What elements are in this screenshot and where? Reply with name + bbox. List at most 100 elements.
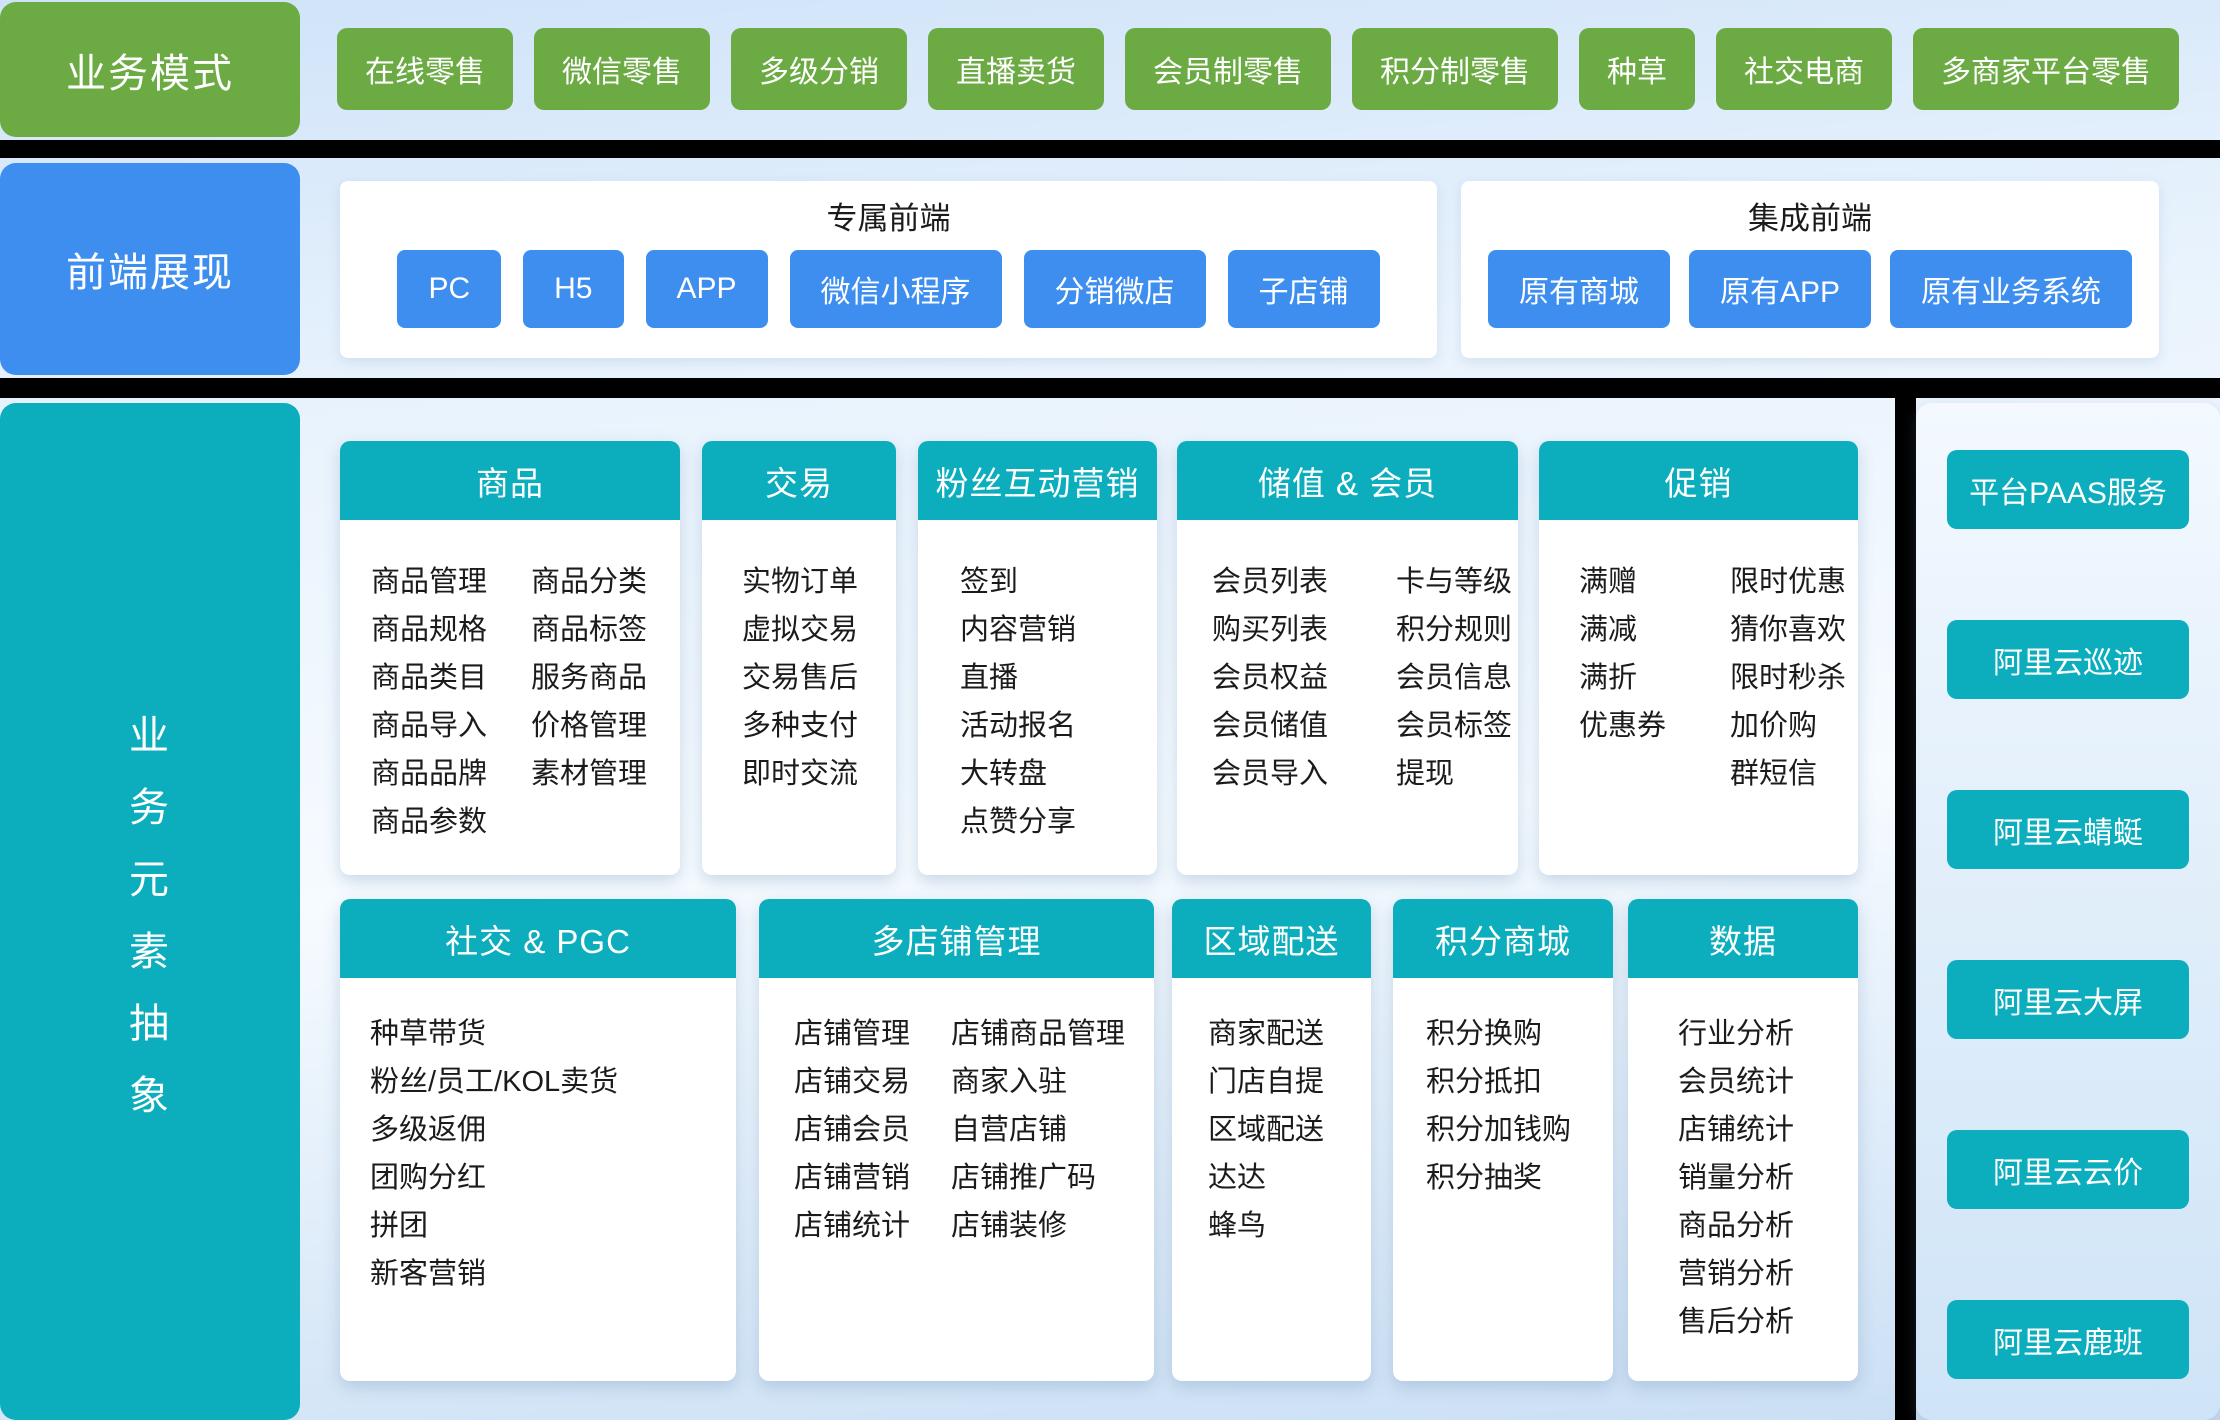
business-model-chip-0[interactable]: 在线零售 xyxy=(337,28,513,110)
card-9-item-0-0: 行业分析 xyxy=(1678,1018,1795,1050)
card-0-item-0-0: 商品管理 xyxy=(371,566,488,598)
card-6-item-1-4: 店铺装修 xyxy=(951,1210,1068,1242)
card-5-item-0-0: 种草带货 xyxy=(370,1018,487,1050)
integrated-frontend-button-2[interactable]: 原有业务系统 xyxy=(1890,250,2133,328)
business-model-chip-5[interactable]: 积分制零售 xyxy=(1352,28,1558,110)
paas-button-1[interactable]: 阿里云巡迹 xyxy=(1947,620,2189,699)
card-4-item-1-1: 猜你喜欢 xyxy=(1730,614,1847,646)
business-model-chip-6[interactable]: 种草 xyxy=(1579,28,1695,110)
dedicated-frontend-button-1[interactable]: H5 xyxy=(523,250,624,328)
business-model-chip-7[interactable]: 社交电商 xyxy=(1716,28,1892,110)
dedicated-frontend-button-4[interactable]: 分销微店 xyxy=(1023,250,1206,328)
card-0-item-1-0: 商品分类 xyxy=(531,566,648,598)
card-4-column-0: 满赠满减满折优惠券 xyxy=(1579,558,1666,750)
frontend-rail: 前端展现 xyxy=(0,163,300,375)
card-0-item-0-4: 商品品牌 xyxy=(371,758,488,790)
card-7-item-0-3: 达达 xyxy=(1208,1162,1267,1194)
card-0-column-1: 商品分类商品标签服务商品价格管理素材管理 xyxy=(531,558,647,798)
dedicated-frontend-button-5[interactable]: 子店铺 xyxy=(1227,250,1380,328)
card-6-item-0-0: 店铺管理 xyxy=(794,1018,911,1050)
card-body-1: 实物订单虚拟交易交易售后多种支付即时交流 xyxy=(702,520,896,798)
card-8-column-0: 积分换购积分抵扣积分加钱购积分抽奖 xyxy=(1426,1010,1571,1202)
card-9-item-0-3: 销量分析 xyxy=(1678,1162,1795,1194)
card-body-4: 满赠满减满折优惠券限时优惠猜你喜欢限时秒杀加价购群短信 xyxy=(1539,520,1858,798)
paas-button-0[interactable]: 平台PAAS服务 xyxy=(1947,450,2189,529)
card-3-item-0-4: 会员导入 xyxy=(1212,758,1329,790)
card-7-column-0: 商家配送门店自提区域配送达达蜂鸟 xyxy=(1208,1010,1324,1250)
card-1-column-0: 实物订单虚拟交易交易售后多种支付即时交流 xyxy=(742,558,858,798)
card-4-item-1-2: 限时秒杀 xyxy=(1730,662,1847,694)
card-body-5: 种草带货粉丝/员工/KOL卖货多级返佣团购分红拼团新客营销 xyxy=(340,978,736,1298)
business-model-chip-row: 在线零售微信零售多级分销直播卖货会员制零售积分制零售种草社交电商多商家平台零售 xyxy=(337,28,2179,110)
paas-button-2[interactable]: 阿里云蜻蜓 xyxy=(1947,790,2189,869)
dedicated-frontend-button-0[interactable]: PC xyxy=(397,250,502,328)
card-3-item-1-3: 会员标签 xyxy=(1396,710,1513,742)
card-6-column-1: 店铺商品管理商家入驻自营店铺店铺推广码店铺装修 xyxy=(951,1010,1125,1250)
card-0-item-1-3: 价格管理 xyxy=(531,710,648,742)
card-3-item-1-0: 卡与等级 xyxy=(1396,566,1513,598)
card-9-item-0-5: 营销分析 xyxy=(1678,1258,1795,1290)
integrated-frontend-title: 集成前端 xyxy=(1748,201,1872,236)
card-5-column-0: 种草带货粉丝/员工/KOL卖货多级返佣团购分红拼团新客营销 xyxy=(370,1010,618,1298)
dedicated-frontend-title: 专属前端 xyxy=(826,201,951,236)
card-9-item-0-4: 商品分析 xyxy=(1678,1210,1795,1242)
card-4-item-0-0: 满赠 xyxy=(1579,566,1638,598)
card-0-column-0: 商品管理商品规格商品类目商品导入商品品牌商品参数 xyxy=(371,558,487,846)
card-6-column-0: 店铺管理店铺交易店铺会员店铺营销店铺统计 xyxy=(794,1010,910,1250)
card-body-2: 签到内容营销直播活动报名大转盘点赞分享 xyxy=(918,520,1157,846)
card-4-item-1-4: 群短信 xyxy=(1730,758,1818,790)
card-3-column-1: 卡与等级积分规则会员信息会员标签提现 xyxy=(1396,558,1512,798)
card-title-6: 多店铺管理 xyxy=(759,899,1154,978)
paas-button-5[interactable]: 阿里云鹿班 xyxy=(1947,1300,2189,1379)
card-body-7: 商家配送门店自提区域配送达达蜂鸟 xyxy=(1172,978,1371,1250)
abstraction-card-8: 积分商城积分换购积分抵扣积分加钱购积分抽奖 xyxy=(1393,899,1613,1381)
paas-button-3[interactable]: 阿里云大屏 xyxy=(1947,960,2189,1039)
card-4-item-0-1: 满减 xyxy=(1579,614,1638,646)
dedicated-frontend-button-2[interactable]: APP xyxy=(645,250,768,328)
business-model-chip-8[interactable]: 多商家平台零售 xyxy=(1913,28,2179,110)
card-1-item-0-2: 交易售后 xyxy=(742,662,859,694)
paas-button-4[interactable]: 阿里云云价 xyxy=(1947,1130,2189,1209)
integrated-frontend-button-0[interactable]: 原有商城 xyxy=(1487,250,1670,328)
abstraction-label-char-5: 象 xyxy=(129,1073,171,1118)
card-4-item-1-3: 加价购 xyxy=(1730,710,1818,742)
card-3-item-1-1: 积分规则 xyxy=(1396,614,1513,646)
divider-vertical-right xyxy=(1895,398,1916,1420)
abstraction-card-9: 数据行业分析会员统计店铺统计销量分析商品分析营销分析售后分析 xyxy=(1628,899,1858,1381)
dedicated-frontend-button-3[interactable]: 微信小程序 xyxy=(789,250,1002,328)
card-3-column-0: 会员列表购买列表会员权益会员储值会员导入 xyxy=(1212,558,1328,798)
card-2-item-0-4: 大转盘 xyxy=(960,758,1048,790)
abstraction-label-char-1: 务 xyxy=(129,785,171,830)
business-model-chip-2[interactable]: 多级分销 xyxy=(731,28,907,110)
card-0-item-1-1: 商品标签 xyxy=(531,614,648,646)
business-model-chip-3[interactable]: 直播卖货 xyxy=(928,28,1104,110)
card-body-8: 积分换购积分抵扣积分加钱购积分抽奖 xyxy=(1393,978,1613,1202)
card-title-0: 商品 xyxy=(340,441,680,520)
card-0-item-1-2: 服务商品 xyxy=(531,662,648,694)
card-6-item-1-3: 店铺推广码 xyxy=(951,1162,1097,1194)
abstraction-label-char-2: 元 xyxy=(129,857,171,902)
abstraction-card-4: 促销满赠满减满折优惠券限时优惠猜你喜欢限时秒杀加价购群短信 xyxy=(1539,441,1858,875)
card-3-item-1-4: 提现 xyxy=(1396,758,1455,790)
business-model-chip-1[interactable]: 微信零售 xyxy=(534,28,710,110)
card-title-8: 积分商城 xyxy=(1393,899,1613,978)
card-1-item-0-0: 实物订单 xyxy=(742,566,859,598)
card-4-item-0-2: 满折 xyxy=(1579,662,1638,694)
paas-panel: 平台PAAS服务阿里云巡迹阿里云蜻蜓阿里云大屏阿里云云价阿里云鹿班 xyxy=(1916,403,2220,1420)
business-model-rail: 业务模式 xyxy=(0,2,300,137)
card-title-5: 社交 & PGC xyxy=(340,899,736,978)
card-5-item-0-2: 多级返佣 xyxy=(370,1114,487,1146)
card-4-item-0-3: 优惠券 xyxy=(1579,710,1667,742)
card-body-0: 商品管理商品规格商品类目商品导入商品品牌商品参数商品分类商品标签服务商品价格管理… xyxy=(340,520,680,846)
divider-horizontal-top xyxy=(0,140,2220,158)
abstraction-label-char-0: 业 xyxy=(129,713,171,758)
card-0-item-0-3: 商品导入 xyxy=(371,710,488,742)
card-title-2: 粉丝互动营销 xyxy=(918,441,1157,520)
card-9-item-0-6: 售后分析 xyxy=(1678,1306,1795,1338)
divider-horizontal-middle xyxy=(0,378,2220,398)
abstraction-rail: 业务元素抽象 xyxy=(0,403,300,1420)
integrated-frontend-button-1[interactable]: 原有APP xyxy=(1688,250,1872,328)
business-model-chip-4[interactable]: 会员制零售 xyxy=(1125,28,1331,110)
